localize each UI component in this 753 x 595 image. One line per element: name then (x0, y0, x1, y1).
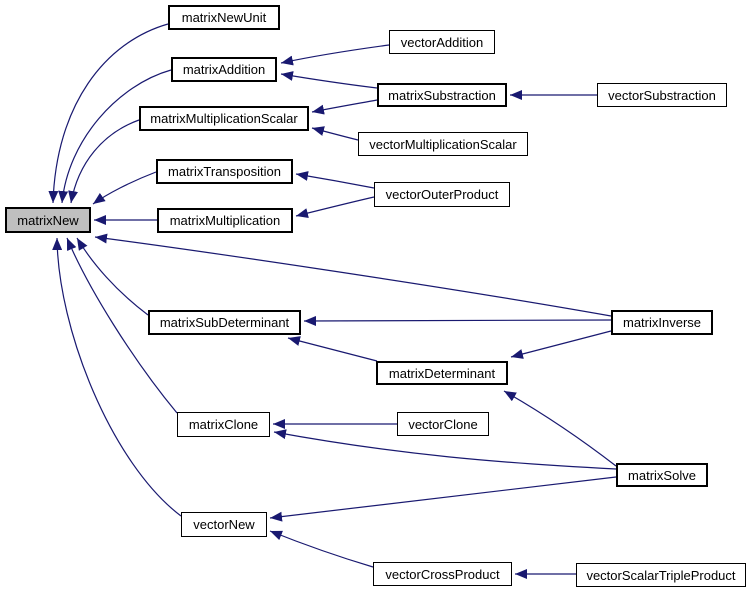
node-label: matrixSolve (628, 467, 696, 483)
edge-matrixSolve-matrixDeterminant (503, 390, 617, 467)
node-vectorMultiplicationScalar[interactable]: vectorMultiplicationScalar (358, 132, 528, 156)
node-matrixDeterminant[interactable]: matrixDeterminant (376, 361, 508, 385)
node-matrixSubDeterminant[interactable]: matrixSubDeterminant (148, 310, 301, 335)
node-vectorAddition[interactable]: vectorAddition (389, 30, 495, 54)
node-matrixSolve[interactable]: matrixSolve (616, 463, 708, 487)
edge-matrixDeterminant-matrixSubDeterminant (287, 336, 378, 362)
edge-matrixAddition-matrixNew (58, 69, 172, 204)
node-label: vectorAddition (400, 34, 484, 50)
edge-matrixNewUnit-matrixNew (48, 23, 169, 204)
node-label: matrixNewUnit (181, 10, 267, 25)
node-matrixSubstraction[interactable]: matrixSubstraction (377, 83, 507, 107)
edge-matrixSolve-matrixClone (273, 429, 617, 470)
node-label: vectorOuterProduct (385, 187, 499, 202)
edge-matrixInverse-matrixNew (94, 233, 612, 317)
node-matrixNew: matrixNew (5, 207, 91, 233)
edge-matrixSubstraction-matrixAddition (280, 71, 378, 89)
node-label: vectorCrossProduct (385, 566, 500, 582)
node-vectorNew[interactable]: vectorNew (181, 512, 267, 537)
node-label: matrixInverse (622, 315, 702, 330)
node-label: matrixSubDeterminant (159, 315, 290, 330)
edge-vectorOuterProduct-matrixMultiplication (295, 196, 375, 218)
node-label: matrixTransposition (168, 164, 281, 179)
edge-vectorMultiplicationScalar-matrixMultiplicationScalar (311, 126, 359, 141)
edge-vectorCrossProduct-vectorNew (269, 530, 374, 568)
node-label: matrixClone (188, 417, 259, 432)
edge-vectorNew-matrixNew (52, 237, 182, 517)
node-matrixNewUnit[interactable]: matrixNewUnit (168, 5, 280, 30)
node-label: vectorSubstraction (608, 87, 716, 103)
node-matrixMultiplication[interactable]: matrixMultiplication (157, 208, 293, 233)
edge-vectorAddition-matrixAddition (280, 44, 390, 66)
node-label: vectorMultiplicationScalar (369, 136, 517, 152)
edge-matrixInverse-matrixDeterminant (510, 330, 612, 359)
edge-vectorOuterProduct-matrixTransposition (295, 171, 375, 189)
node-label: matrixAddition (182, 62, 266, 77)
node-label: matrixDeterminant (388, 365, 496, 381)
edge-matrixInverse-matrixSubDeterminant (303, 315, 612, 326)
edge-matrixTransposition-matrixNew (92, 171, 157, 205)
node-label: matrixNew (17, 212, 79, 228)
node-vectorSubstraction[interactable]: vectorSubstraction (597, 83, 727, 107)
edge-matrixClone-matrixNew (66, 237, 178, 414)
node-vectorScalarTripleProduct[interactable]: vectorScalarTripleProduct (576, 563, 746, 587)
node-vectorCrossProduct[interactable]: vectorCrossProduct (373, 562, 512, 586)
edge-matrixSubDeterminant-matrixNew (76, 237, 149, 316)
node-label: matrixSubstraction (388, 87, 496, 103)
edge-matrixSubstraction-matrixMultiplicationScalar (311, 99, 378, 115)
node-vectorClone[interactable]: vectorClone (397, 412, 489, 436)
node-matrixClone[interactable]: matrixClone (177, 412, 270, 437)
node-matrixAddition[interactable]: matrixAddition (171, 57, 277, 82)
node-label: matrixMultiplication (169, 213, 281, 228)
node-label: vectorNew (193, 517, 255, 532)
node-matrixInverse[interactable]: matrixInverse (611, 310, 713, 335)
node-label: matrixMultiplicationScalar (150, 111, 298, 126)
node-label: vectorClone (408, 416, 478, 432)
node-matrixTransposition[interactable]: matrixTransposition (156, 159, 293, 184)
edge-matrixSolve-vectorNew (269, 476, 617, 522)
node-matrixMultiplicationScalar[interactable]: matrixMultiplicationScalar (139, 106, 309, 131)
edge-matrixMultiplicationScalar-matrixNew (68, 119, 140, 204)
node-label: vectorScalarTripleProduct (586, 567, 736, 583)
node-vectorOuterProduct[interactable]: vectorOuterProduct (374, 182, 510, 207)
